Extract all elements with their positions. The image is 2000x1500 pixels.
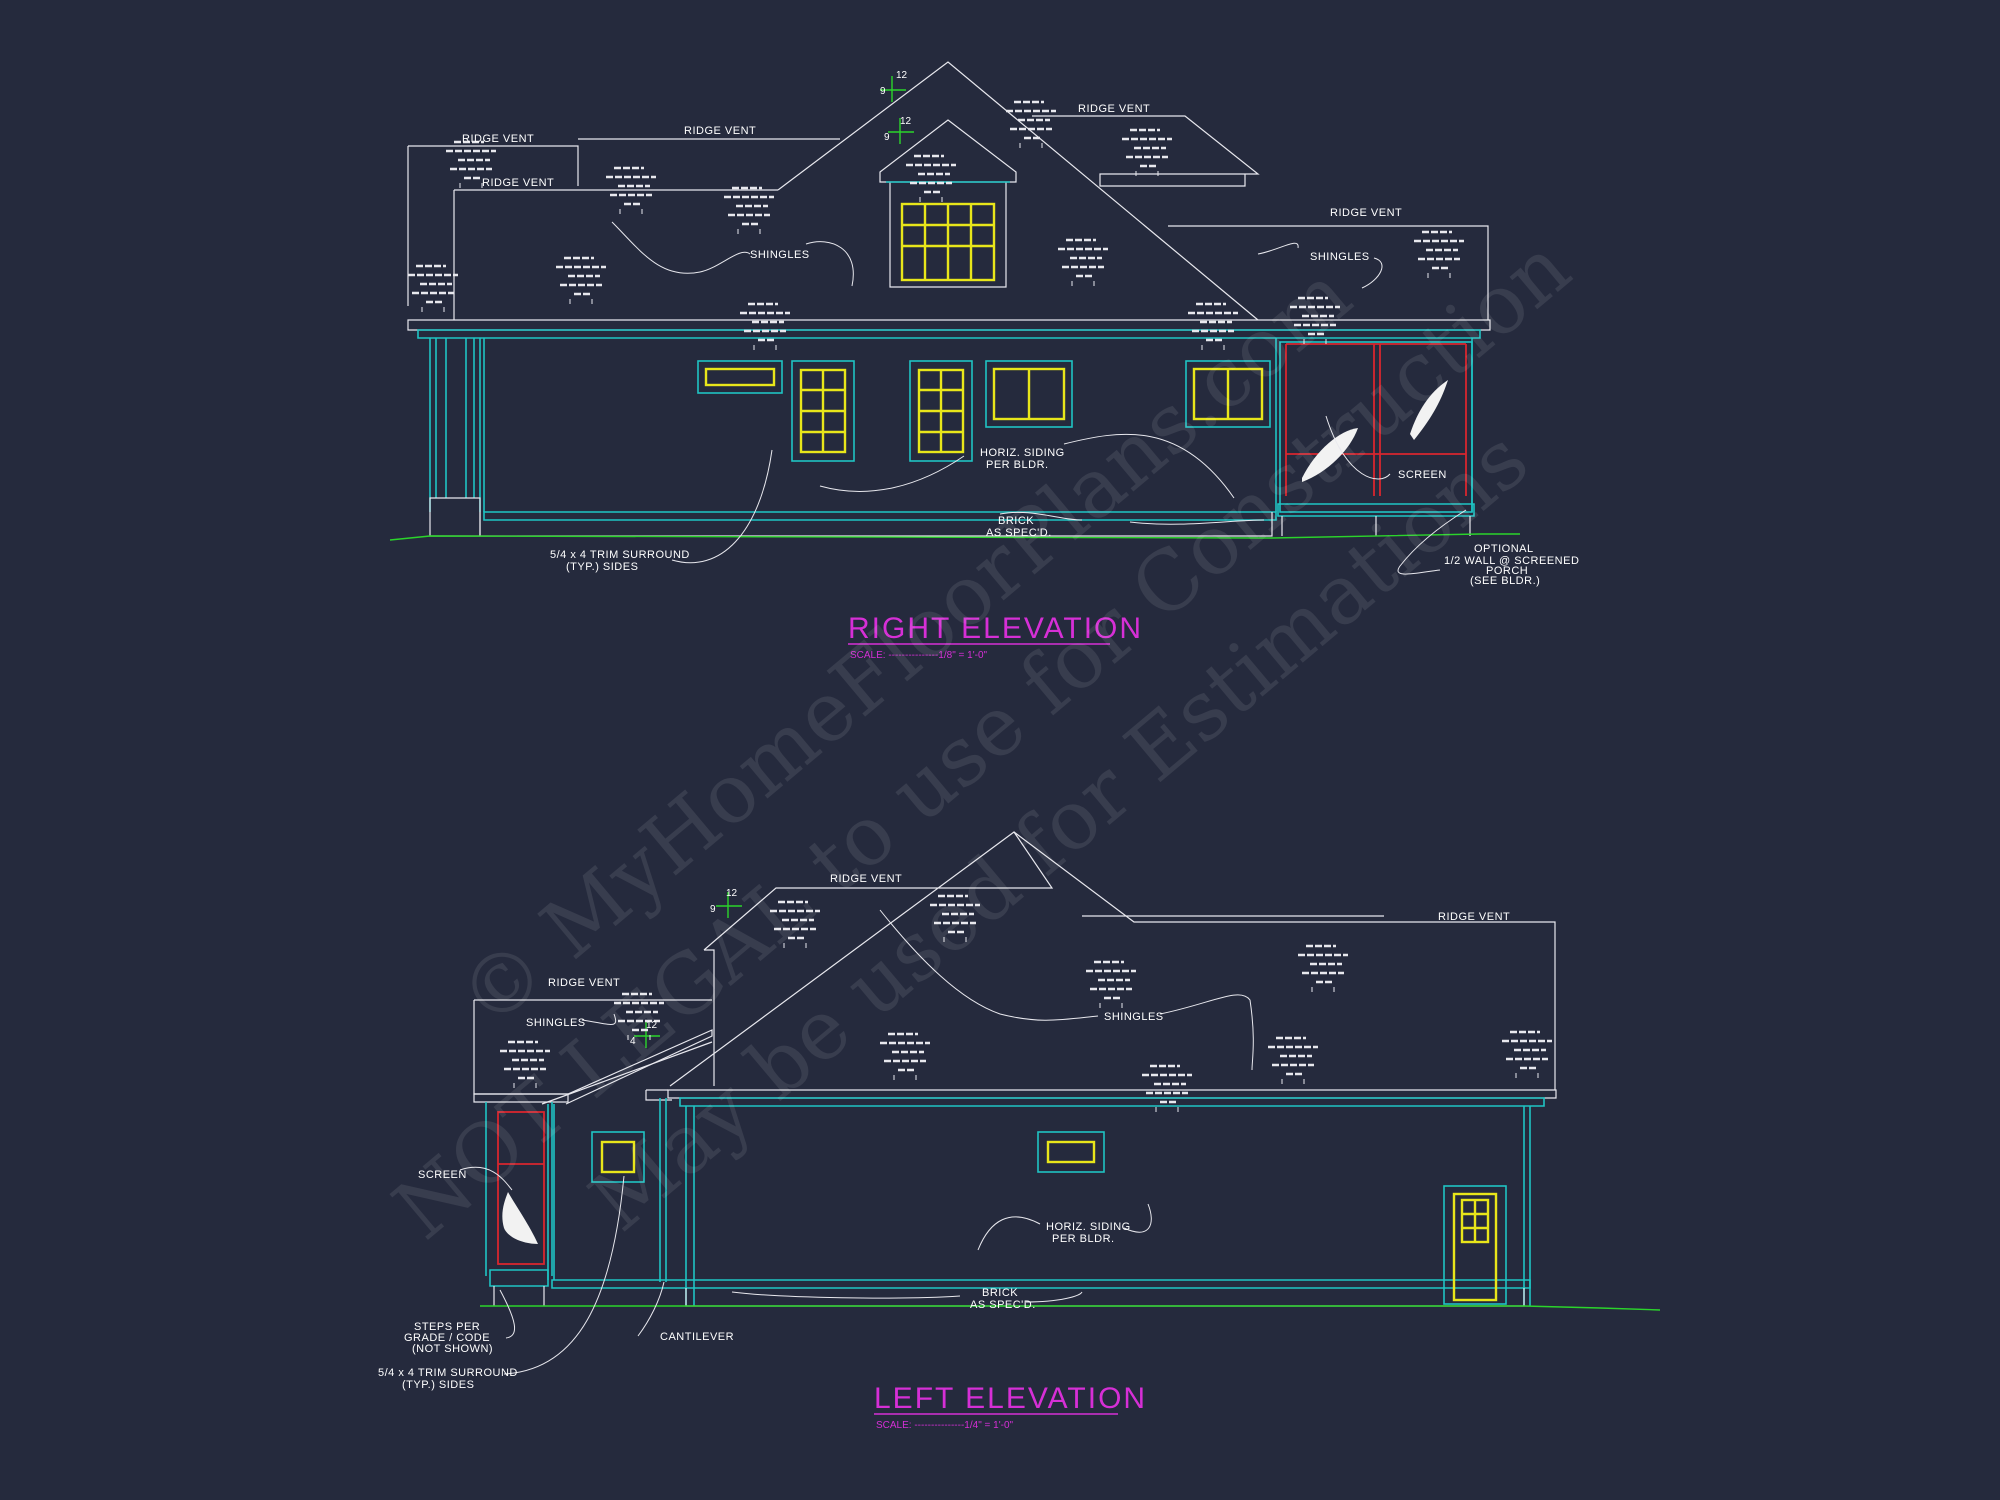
le-siding-2: PER BLDR. [1052, 1233, 1115, 1245]
re-dormer-pitch-run: 12 [900, 116, 912, 127]
window-double-hung-2 [909, 360, 973, 462]
re-ridge-vent-3: RIDGE VENT [684, 125, 756, 137]
window-casement-pair-1 [985, 360, 1073, 428]
le-steps-3: (NOT SHOWN) [412, 1343, 493, 1355]
window-casement-pair-2 [1185, 360, 1271, 428]
watermark: © MyHomeFloorPlans.com NOT LEGAL to use … [377, 220, 1588, 1258]
le-steps-2: GRADE / CODE [404, 1332, 490, 1344]
le-trim-1: 5/4 x 4 TRIM SURROUND [378, 1367, 518, 1379]
left-elevation: 9 12 4 12 RIDGE VENT RIDGE VENT RIDGE VE… [378, 831, 1661, 1431]
re-siding-2: PER BLDR. [986, 459, 1049, 471]
re-ridge-vent-5: RIDGE VENT [1330, 207, 1402, 219]
right-elevation-title: RIGHT ELEVATION [848, 612, 1143, 645]
re-ridge-vent-2: RIDGE VENT [482, 177, 554, 189]
re-trim-1: 5/4 x 4 TRIM SURROUND [550, 549, 690, 561]
left-elevation-scale: SCALE: ---------------1/4" = 1'-0" [876, 1420, 1014, 1431]
watermark-line-2: NOT LEGAL to use for Construction [377, 220, 1588, 1258]
le-brick-2: AS SPEC'D. [970, 1299, 1036, 1311]
screen-tower [489, 1111, 549, 1306]
re-dormer-pitch-rise: 9 [884, 132, 890, 143]
window-transom [1037, 1131, 1105, 1173]
window-transom-left [697, 360, 783, 394]
re-porch-3: PORCH [1486, 565, 1528, 577]
le-ridge-vent-1: RIDGE VENT [830, 873, 902, 885]
le-siding-1: HORIZ. SIDING [1046, 1221, 1131, 1233]
re-pitch-rise: 9 [880, 86, 886, 97]
le-screen: SCREEN [418, 1169, 467, 1181]
window-small-square [591, 1131, 645, 1183]
le-porch-pitch-rise: 4 [630, 1036, 636, 1047]
re-siding-1: HORIZ. SIDING [980, 447, 1065, 459]
left-elevation-title: LEFT ELEVATION [874, 1382, 1147, 1415]
re-pitch-run: 12 [896, 70, 908, 81]
right-elevation-scale: SCALE: ---------------1/8" = 1'-0" [850, 650, 988, 661]
re-brick-1: BRICK [998, 515, 1034, 527]
right-elevation: 9 12 9 12 RIDGE VENT RIDGE VENT RIDGE VE… [389, 61, 1579, 661]
re-trim-2: (TYP.) SIDES [566, 561, 638, 573]
re-porch-1: OPTIONAL [1474, 543, 1534, 555]
entry-door [1443, 1185, 1507, 1305]
le-pitch-rise: 9 [710, 904, 716, 915]
window-double-hung-1 [791, 360, 855, 462]
re-shingles-1: SHINGLES [750, 249, 810, 261]
le-steps-1: STEPS PER [414, 1321, 480, 1333]
re-ridge-vent-4: RIDGE VENT [1078, 103, 1150, 115]
le-shingles-1: SHINGLES [526, 1017, 586, 1029]
le-pitch-run: 12 [726, 888, 738, 899]
le-ridge-vent-3: RIDGE VENT [548, 977, 620, 989]
re-ridge-vent-1: RIDGE VENT [462, 133, 534, 145]
le-brick-1: BRICK [982, 1287, 1018, 1299]
le-trim-2: (TYP.) SIDES [402, 1379, 474, 1391]
re-porch-4: (SEE BLDR.) [1470, 575, 1540, 587]
window-dormer [900, 202, 996, 282]
le-ridge-vent-2: RIDGE VENT [1438, 911, 1510, 923]
screened-porch [1277, 341, 1475, 536]
re-porch-2: 1/2 WALL @ SCREENED [1444, 555, 1579, 567]
re-brick-2: AS SPEC'D. [986, 527, 1052, 539]
le-porch-pitch-run: 12 [646, 1020, 658, 1031]
re-screen: SCREEN [1398, 469, 1447, 481]
le-shingles-2: SHINGLES [1104, 1011, 1164, 1023]
le-cantilever: CANTILEVER [660, 1331, 734, 1343]
re-shingles-2: SHINGLES [1310, 251, 1370, 263]
